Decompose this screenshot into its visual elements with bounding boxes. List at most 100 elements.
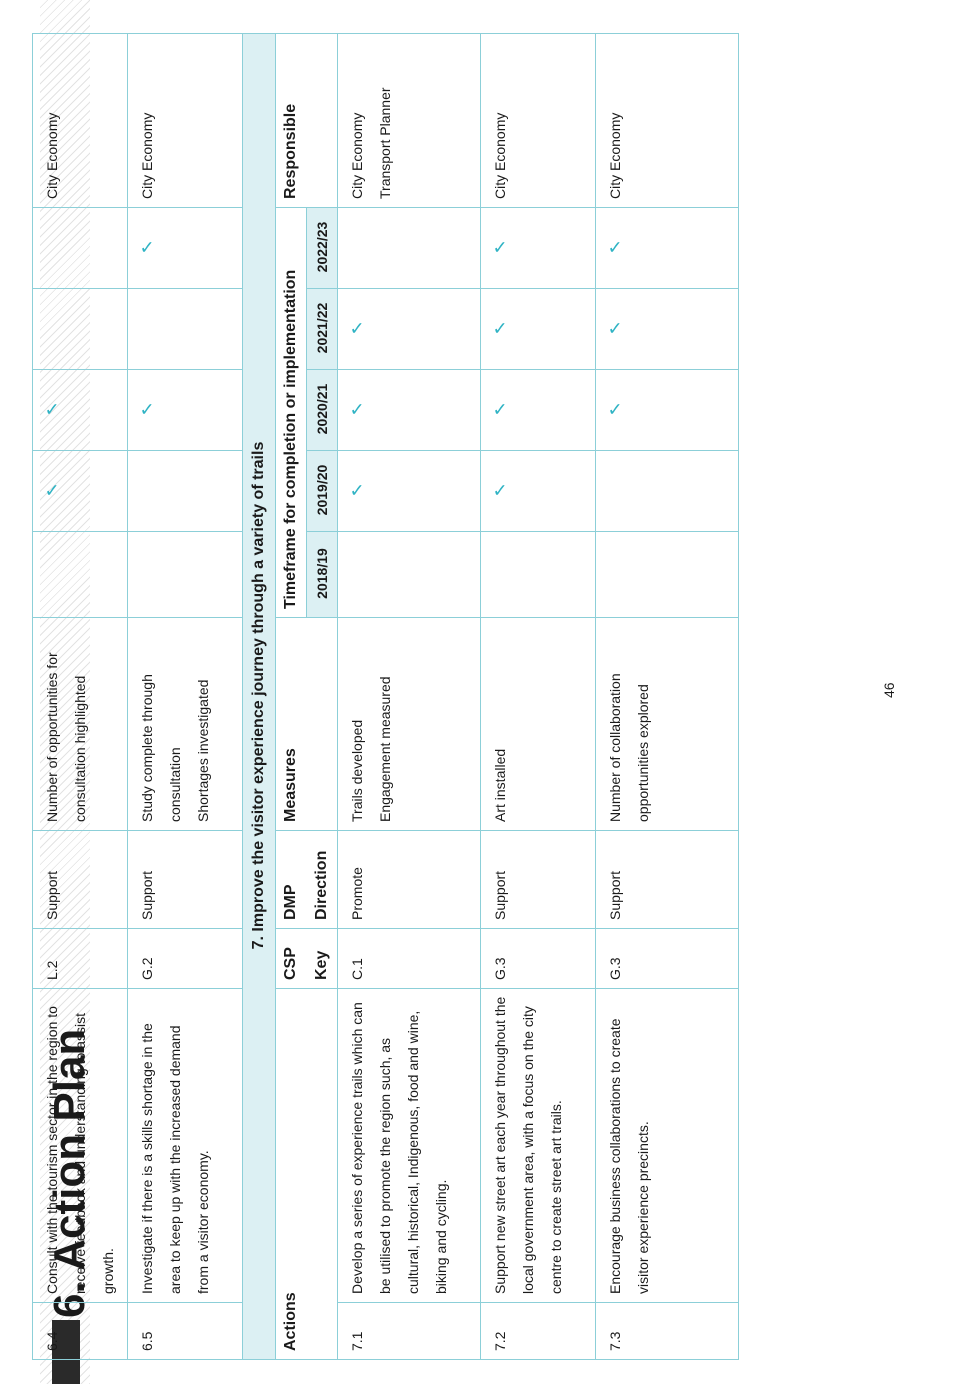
- header-row: Actions CSP DMP Measures Timeframe for c…: [275, 33, 338, 1360]
- year-2019-20: 2019/20: [306, 450, 338, 532]
- tick-2020-21: ✓: [480, 369, 596, 451]
- table-row: 6.4 Consult with the tourism sector in t…: [32, 33, 128, 1360]
- section-row: 7. Improve the visitor experience journe…: [242, 33, 276, 1360]
- check-icon: ✓: [44, 399, 60, 419]
- tick-2020-21: ✓: [32, 369, 128, 451]
- tick-2019-20: ✓: [480, 450, 596, 532]
- responsible-cell: City Economy: [595, 33, 739, 208]
- tick-2021-22: ✓: [480, 288, 596, 370]
- tick-2020-21: ✓: [337, 369, 481, 451]
- year-2021-22: 2021/22: [306, 288, 338, 370]
- tick-2021-22: [127, 288, 243, 370]
- check-icon: ✓: [349, 399, 365, 419]
- header-timeframe: Timeframe for completion or implementati…: [275, 207, 307, 618]
- action-text: Develop a series of experience trails wh…: [337, 988, 481, 1303]
- header-direction: Direction: [306, 830, 338, 929]
- tick-2022-23: ✓: [595, 207, 739, 289]
- dmp-direction: Promote: [337, 830, 481, 929]
- tick-2022-23: [32, 207, 128, 289]
- table-row: 7.1 Develop a series of experience trail…: [337, 33, 481, 1360]
- year-2018-19: 2018/19: [306, 531, 338, 618]
- action-number: 6.5: [127, 1302, 243, 1360]
- tick-2022-23: [337, 207, 481, 289]
- tick-2019-20: ✓: [32, 450, 128, 532]
- tick-2019-20: [595, 450, 739, 532]
- tick-2019-20: ✓: [337, 450, 481, 532]
- responsible-line: City Economy: [44, 112, 60, 199]
- responsible-cell: City Economy Transport Planner: [337, 33, 481, 208]
- header-responsible: Responsible: [275, 33, 338, 208]
- measures-cell: Art installed: [480, 617, 596, 831]
- check-icon: ✓: [139, 399, 155, 419]
- tick-2018-19: [127, 531, 243, 618]
- tick-2018-19: [337, 531, 481, 618]
- check-icon: ✓: [492, 480, 508, 500]
- measures-cell: Number of opportunities for consultation…: [32, 617, 128, 831]
- csp-key: G.2: [127, 928, 243, 989]
- dmp-direction: Support: [595, 830, 739, 929]
- measure-line: Study complete through consultation: [139, 674, 183, 822]
- section-heading: 7. Improve the visitor experience journe…: [242, 33, 276, 1360]
- hatch-decoration: [40, 0, 90, 1384]
- check-icon: ✓: [492, 399, 508, 419]
- header-key: Key: [306, 928, 338, 989]
- check-icon: ✓: [492, 318, 508, 338]
- header-dmp: DMP: [275, 830, 307, 929]
- responsible-line: City Economy: [492, 112, 508, 199]
- action-text: Investigate if there is a skills shortag…: [127, 988, 243, 1303]
- csp-key: C.1: [337, 928, 481, 989]
- csp-key: L.2: [32, 928, 128, 989]
- responsible-line: Transport Planner: [377, 87, 393, 199]
- action-number: 7.2: [480, 1302, 596, 1360]
- measure-line: Shortages investigated: [195, 679, 211, 822]
- action-number: 6.4: [32, 1302, 128, 1360]
- tick-2019-20: [127, 450, 243, 532]
- responsible-line: City Economy: [607, 112, 623, 199]
- dmp-direction: Support: [127, 830, 243, 929]
- year-2022-23: 2022/23: [306, 207, 338, 289]
- title-bar-accent: [52, 1320, 80, 1384]
- check-icon: ✓: [349, 318, 365, 338]
- action-text: Support new street art each year through…: [480, 988, 596, 1303]
- check-icon: ✓: [139, 237, 155, 257]
- tick-2018-19: [480, 531, 596, 618]
- action-number: 7.1: [337, 1302, 481, 1360]
- header-measures: Measures: [275, 617, 338, 831]
- action-text: Consult with the tourism sector in the r…: [32, 988, 128, 1303]
- year-2020-21: 2020/21: [306, 369, 338, 451]
- measure-line: Art installed: [492, 748, 508, 822]
- tick-2018-19: [32, 531, 128, 618]
- responsible-cell: City Economy: [127, 33, 243, 208]
- tick-2021-22: ✓: [337, 288, 481, 370]
- tick-2021-22: ✓: [595, 288, 739, 370]
- action-text: Encourage business collaborations to cre…: [595, 988, 739, 1303]
- check-icon: ✓: [349, 480, 365, 500]
- header-actions: Actions: [275, 988, 338, 1360]
- measure-line: Engagement measured: [377, 676, 393, 822]
- responsible-line: City Economy: [139, 112, 155, 199]
- measure-line: Trails developed: [349, 719, 365, 822]
- measure-line: Number of collaboration opportunities ex…: [607, 673, 651, 822]
- responsible-cell: City Economy: [32, 33, 128, 208]
- check-icon: ✓: [492, 237, 508, 257]
- dmp-direction: Support: [32, 830, 128, 929]
- action-number: 7.3: [595, 1302, 739, 1360]
- page-number: 46: [881, 682, 897, 698]
- check-icon: ✓: [607, 318, 623, 338]
- csp-key: G.3: [595, 928, 739, 989]
- measure-line: Number of opportunities for consultation…: [44, 652, 88, 822]
- responsible-cell: City Economy: [480, 33, 596, 208]
- check-icon: ✓: [607, 399, 623, 419]
- tick-2022-23: ✓: [480, 207, 596, 289]
- tick-2020-21: ✓: [127, 369, 243, 451]
- responsible-line: City Economy: [349, 112, 365, 199]
- dmp-direction: Support: [480, 830, 596, 929]
- tick-2018-19: [595, 531, 739, 618]
- csp-key: G.3: [480, 928, 596, 989]
- check-icon: ✓: [607, 237, 623, 257]
- table-row: 7.3 Encourage business collaborations to…: [595, 33, 739, 1360]
- action-plan-table: 6.4 Consult with the tourism sector in t…: [32, 33, 739, 1360]
- table-row: 6.5 Investigate if there is a skills sho…: [127, 33, 243, 1360]
- check-icon: ✓: [44, 480, 60, 500]
